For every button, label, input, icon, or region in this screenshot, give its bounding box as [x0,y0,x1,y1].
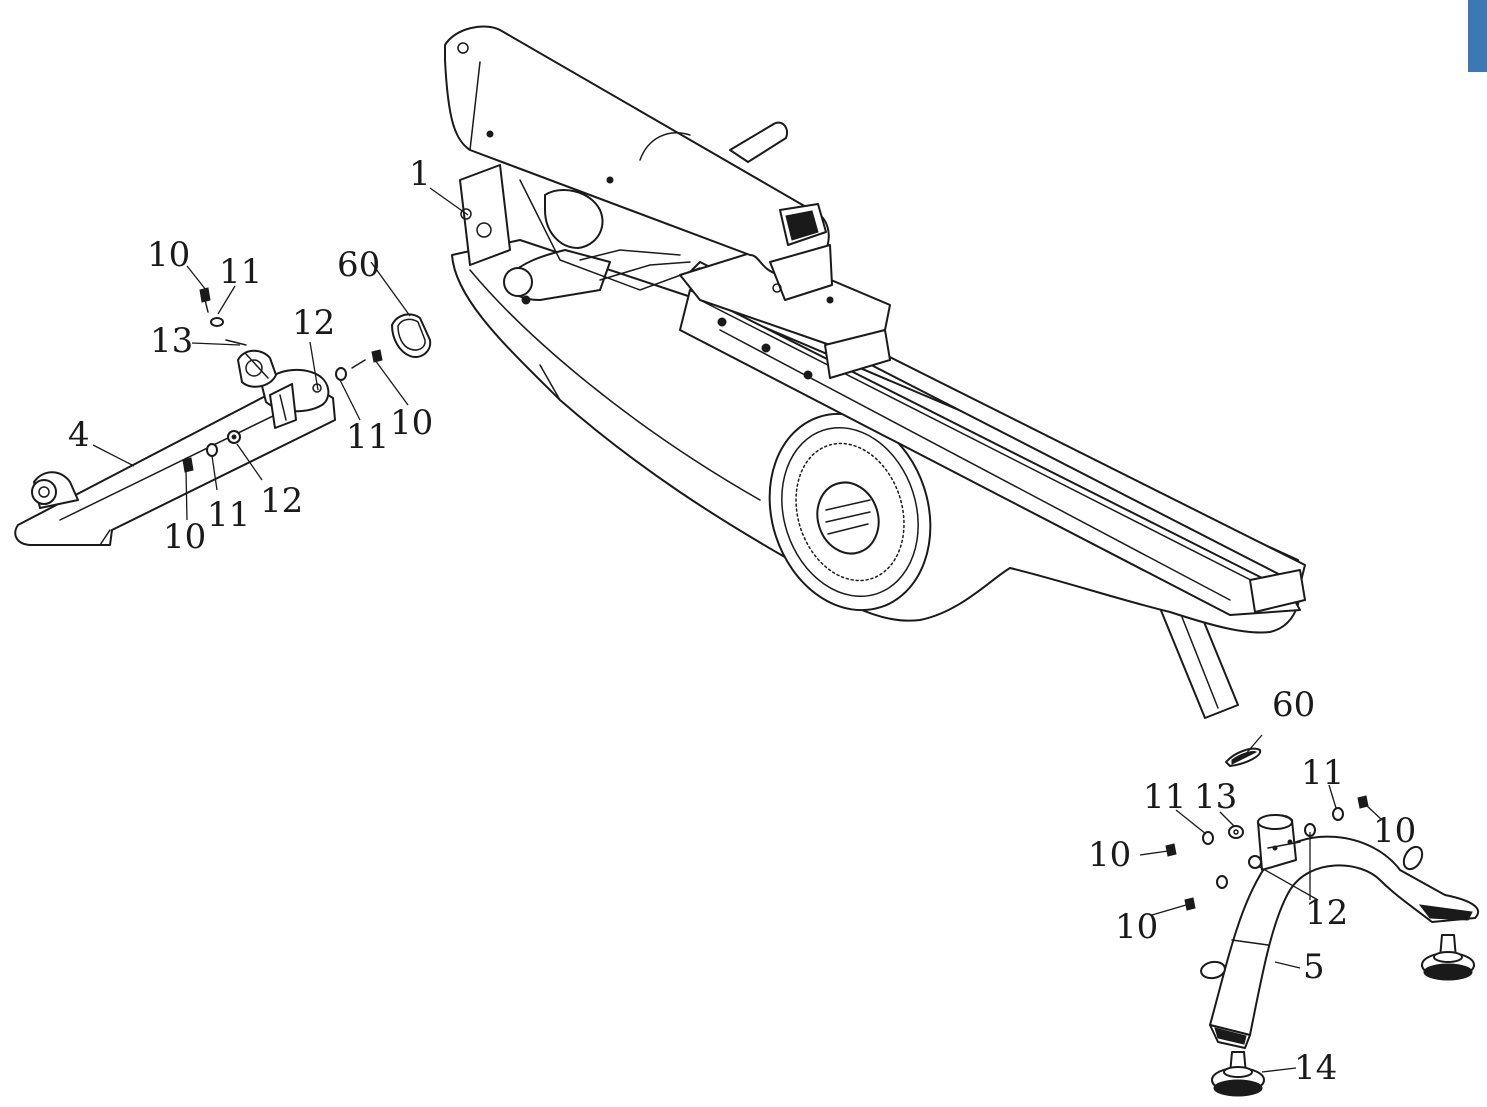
front-hardware [182,287,432,473]
callout-11-front-top: 11 [219,252,262,292]
callout-10-rear-bottom: 10 [1115,907,1158,947]
callout-60-rear: 60 [1272,685,1315,725]
callout-10-front-top: 10 [147,235,190,275]
callout-labels: 1 4 5 10 10 10 10 10 10 11 11 11 11 11 1… [68,154,1416,1088]
foot-right [1211,1051,1265,1097]
callout-11-front-right: 11 [346,417,389,457]
callout-13-rear: 13 [1194,777,1237,817]
callout-11-front-bottom: 11 [207,495,250,535]
leader-lines [92,187,1383,1073]
callout-12-front-bottom: 12 [260,481,303,521]
callout-10-front-bottom: 10 [163,517,206,557]
front-stabilizer [14,349,336,546]
callout-13-front: 13 [150,321,193,361]
callout-10-front-right: 10 [390,403,433,443]
callout-10-rear-right: 10 [1373,811,1416,851]
callout-11-rear-right: 11 [1301,753,1344,793]
callout-10-rear-left: 10 [1088,835,1131,875]
callout-14: 14 [1294,1048,1337,1088]
corner-tab [1468,0,1487,72]
callout-1: 1 [409,154,431,194]
callout-12-front-top: 12 [292,303,335,343]
rear-stabilizer [1200,814,1480,1097]
callout-11-rear-left: 11 [1143,777,1186,817]
callout-60-front: 60 [337,245,380,285]
callout-5: 5 [1303,947,1325,987]
callout-12-rear: 12 [1305,893,1348,933]
foot-left [1421,934,1475,981]
callout-4: 4 [68,415,90,455]
main-frame [444,25,1306,719]
rear-hardware [1165,747,1369,911]
